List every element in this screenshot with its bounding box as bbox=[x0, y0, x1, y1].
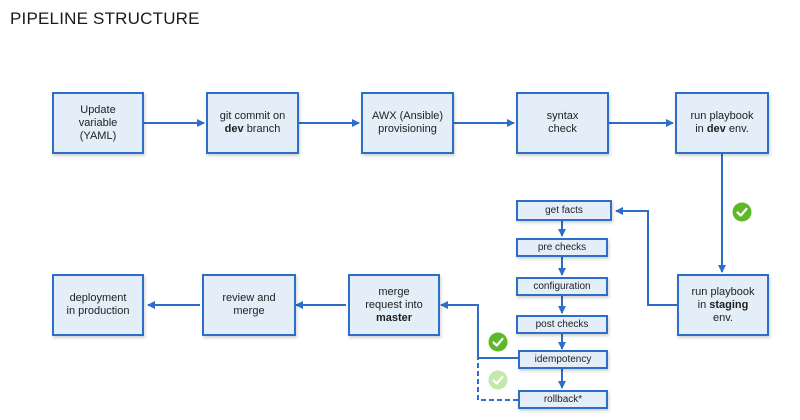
step-run-playbook-dev: run playbook in dev env. bbox=[675, 92, 769, 154]
step-label: run playbook bbox=[691, 285, 755, 298]
check-label: rollback* bbox=[543, 394, 583, 405]
step-label-bold: master bbox=[375, 311, 413, 324]
checkmark-icon bbox=[488, 332, 508, 352]
step-label: git commit on bbox=[219, 110, 286, 122]
step-label: branch bbox=[246, 123, 281, 135]
checkmark-icon bbox=[732, 202, 752, 222]
checkmark-faded-icon bbox=[488, 370, 508, 390]
arrow-staging-to-getfacts bbox=[615, 207, 677, 306]
step-label: env. bbox=[725, 123, 749, 135]
step-label-bold: dev bbox=[706, 123, 726, 135]
step-label: variable bbox=[78, 116, 118, 129]
step-label-bold: staging bbox=[709, 298, 749, 311]
check-label: post checks bbox=[535, 319, 589, 330]
step-label: merge bbox=[233, 305, 265, 317]
check-label: idempotency bbox=[534, 354, 592, 365]
step-label: Update bbox=[80, 103, 116, 116]
step-merge-request: merge request into master bbox=[348, 274, 440, 336]
step-git-commit: git commit on dev branch bbox=[206, 92, 299, 154]
page-title: PIPELINE STRUCTURE bbox=[10, 9, 200, 28]
step-label: AWX (Ansible) bbox=[371, 110, 444, 122]
check-label: get facts bbox=[545, 205, 583, 216]
step-label: in bbox=[695, 123, 707, 135]
check-get-facts: get facts bbox=[516, 200, 612, 221]
step-label: review and bbox=[222, 292, 276, 304]
step-label: run playbook bbox=[690, 110, 754, 122]
check-rollback: rollback* bbox=[518, 390, 608, 409]
step-update-variable: Update variable (YAML) bbox=[52, 92, 144, 154]
check-post-checks: post checks bbox=[516, 315, 608, 334]
step-run-playbook-staging: run playbook in staging env. bbox=[677, 274, 769, 336]
check-label: configuration bbox=[533, 281, 591, 292]
step-label: check bbox=[548, 123, 577, 135]
arrow-idempotency-to-merge bbox=[440, 301, 518, 359]
step-deployment-production: deployment in production bbox=[52, 274, 144, 336]
check-configuration: configuration bbox=[516, 277, 608, 296]
check-idempotency: idempotency bbox=[518, 350, 608, 369]
step-awx-provisioning: AWX (Ansible) provisioning bbox=[361, 92, 454, 154]
step-label: syntax bbox=[546, 110, 579, 122]
step-label-bold: dev bbox=[224, 123, 244, 135]
step-label: request into bbox=[365, 298, 423, 311]
step-label: env. bbox=[713, 311, 733, 324]
step-review-merge: review and merge bbox=[202, 274, 296, 336]
arrow-rollback-dashed bbox=[477, 358, 518, 401]
step-label: in production bbox=[66, 305, 130, 317]
step-label: deployment bbox=[69, 292, 127, 304]
step-label: in bbox=[697, 298, 710, 311]
check-pre-checks: pre checks bbox=[516, 238, 608, 257]
step-syntax-check: syntax check bbox=[516, 92, 609, 154]
step-label: merge bbox=[378, 285, 410, 298]
check-label: pre checks bbox=[537, 242, 587, 253]
step-label: provisioning bbox=[378, 123, 437, 135]
step-label: (YAML) bbox=[79, 129, 117, 142]
